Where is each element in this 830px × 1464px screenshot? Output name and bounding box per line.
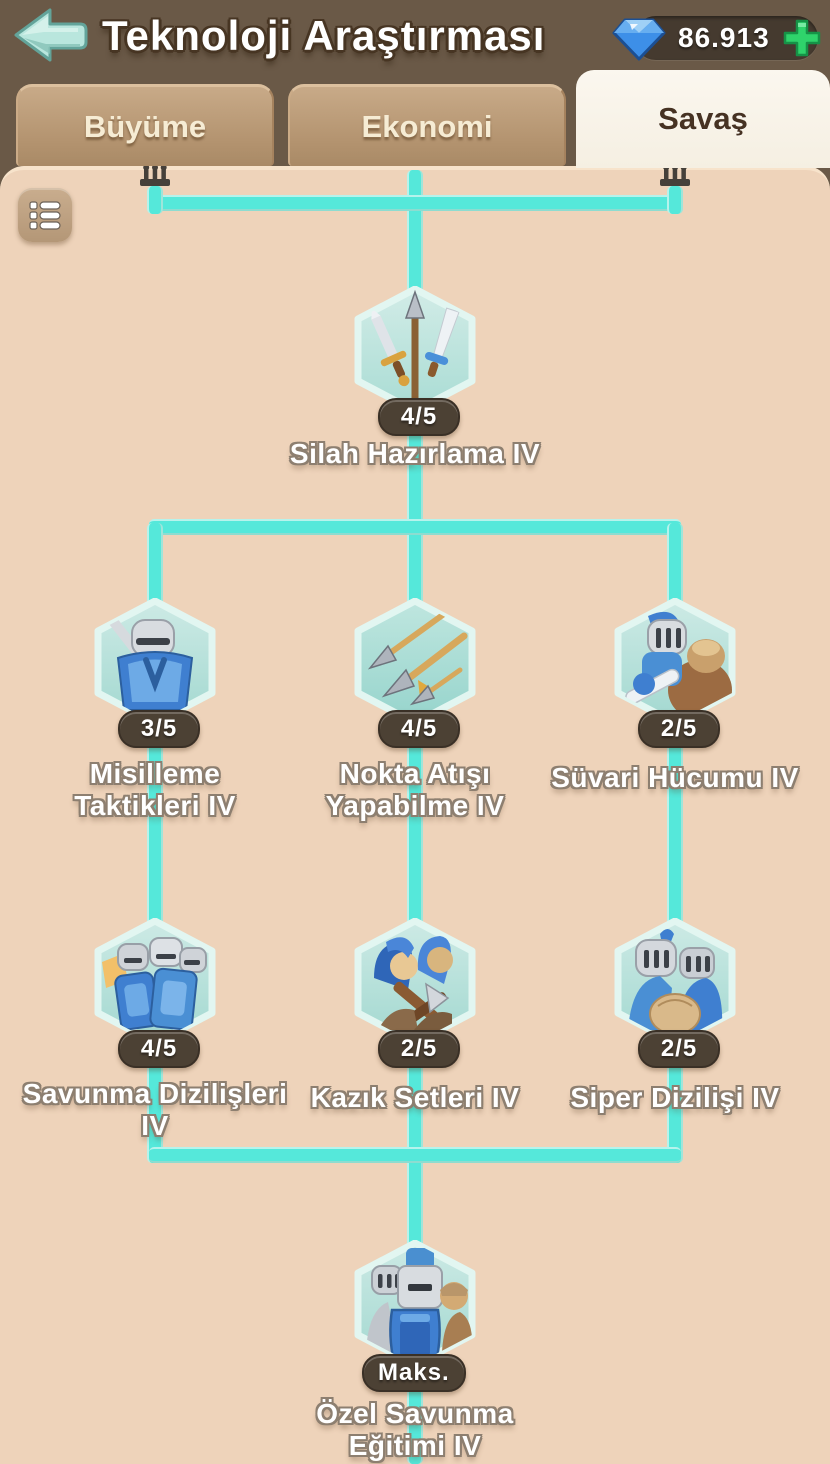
connector-branch-lower [149, 1147, 681, 1163]
level-badge: 4/5 [378, 710, 460, 748]
level-badge: 2/5 [378, 1030, 460, 1068]
connector-line [667, 700, 683, 940]
level-badge: 2/5 [638, 1030, 720, 1068]
back-button[interactable] [10, 4, 92, 66]
tech-node-silah-hazirlama[interactable] [348, 285, 482, 415]
level-text: 4/5 [400, 715, 438, 742]
connector-branch-upper [149, 519, 681, 535]
level-text: 3/5 [140, 715, 178, 742]
connector-line-top [149, 195, 681, 211]
stakes-icon [374, 936, 453, 1030]
tab-ekonomi[interactable]: Ekonomi [288, 84, 566, 166]
connector-line [147, 700, 163, 940]
retaliation-icon [107, 615, 194, 711]
gem-pill: 86.913 [634, 16, 820, 60]
gem-count: 86.913 [678, 22, 770, 53]
node-label: Kazık Setleri IV [310, 1082, 520, 1113]
connector-stub-left [147, 186, 163, 214]
tech-node-kazik-setleri[interactable] [348, 917, 482, 1047]
tech-node-misilleme-taktikleri[interactable] [88, 597, 222, 727]
precision-arrows-icon [367, 611, 468, 706]
level-text: 2/5 [660, 1035, 698, 1062]
node-label: Siper Dizilişi IV [570, 1082, 780, 1113]
shield-wall-icon [102, 937, 207, 1031]
level-text: 2/5 [400, 1035, 438, 1062]
level-text: 4/5 [140, 1035, 178, 1062]
tab-savas-label: Savaş [658, 101, 748, 136]
level-text: Maks. [378, 1359, 450, 1386]
tab-buyume[interactable]: Büyüme [16, 84, 274, 166]
page-title: Teknoloji Araştırması [102, 12, 546, 59]
top-bar: Teknoloji Araştırması 86.913 Büyüme Ekon… [0, 0, 830, 170]
tech-node-ozel-savunma-egitimi[interactable] [348, 1239, 482, 1369]
node-label: Silah Hazırlama IV [289, 438, 541, 469]
legend-button[interactable] [18, 188, 72, 242]
connector-notch-icon [140, 164, 170, 186]
tab-buyume-label: Büyüme [83, 108, 207, 144]
list-icon [29, 201, 61, 230]
node-label: Süvari Hücumu IV [551, 762, 799, 793]
connector-stub-right [667, 186, 683, 214]
tab-savas[interactable]: Savaş [576, 70, 830, 168]
back-arrow-icon [14, 8, 88, 62]
level-badge: 4/5 [378, 398, 460, 436]
node-label: Savunma Dizilişleri IV [22, 1078, 288, 1141]
level-badge: Maks. [362, 1354, 466, 1392]
tech-node-suvari-hucumu[interactable] [608, 597, 742, 727]
level-text: 2/5 [660, 715, 698, 742]
level-badge: 2/5 [638, 710, 720, 748]
level-text: 4/5 [400, 403, 438, 430]
trench-icon [628, 929, 723, 1035]
connector-line [667, 523, 683, 619]
tab-ekonomi-label: Ekonomi [361, 108, 493, 144]
weapons-icon [371, 289, 460, 400]
gem-icon [612, 18, 666, 61]
defense-training-icon [366, 1248, 472, 1364]
gem-counter[interactable]: 86.913 [608, 10, 820, 66]
connector-line [147, 523, 163, 619]
tech-node-siper-dizilisi[interactable] [608, 917, 742, 1047]
node-label: Misilleme Taktikleri IV [74, 758, 236, 821]
node-label: Özel Savunma Eğitimi IV [316, 1398, 514, 1461]
connector-line-center [407, 170, 423, 1464]
tech-node-nokta-atisi[interactable] [348, 597, 482, 727]
level-badge: 3/5 [118, 710, 200, 748]
node-label: Nokta Atışı Yapabilme IV [325, 758, 505, 821]
level-badge: 4/5 [118, 1030, 200, 1068]
add-gems-plus-icon[interactable] [780, 16, 824, 60]
tech-node-savunma-dizilisleri[interactable] [88, 917, 222, 1047]
